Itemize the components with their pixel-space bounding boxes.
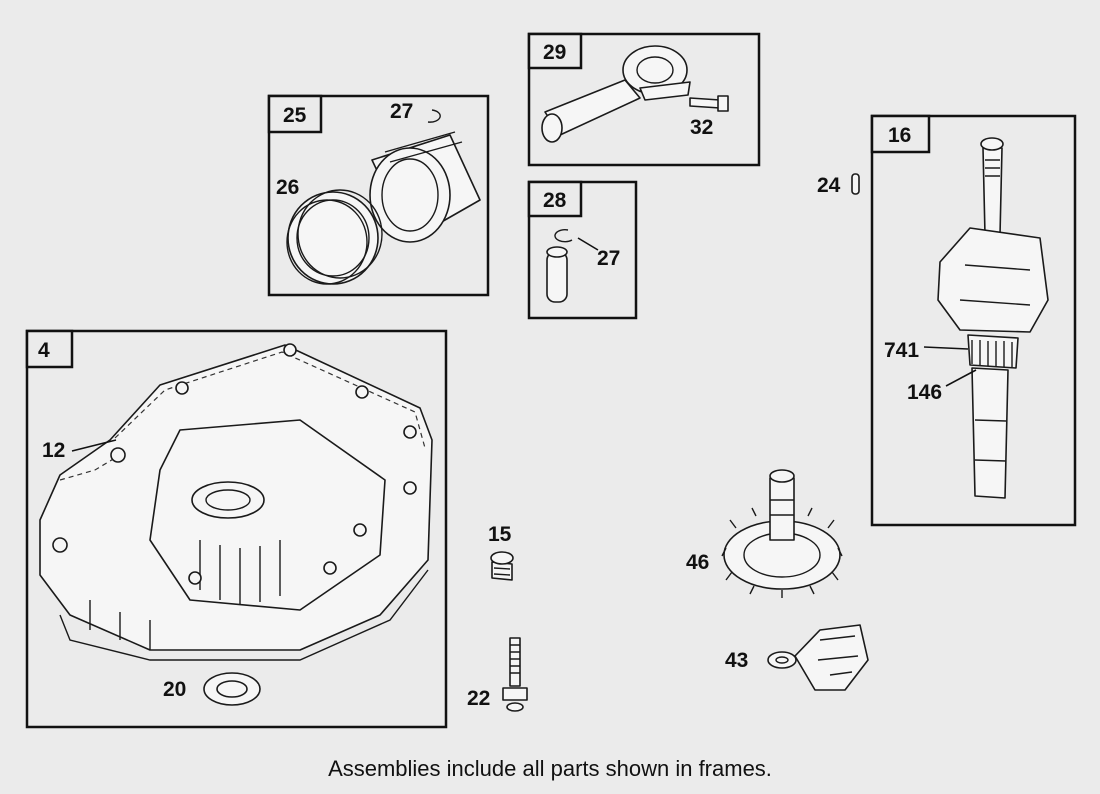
callout-27-pin: 27 [597,247,620,270]
pin-clip-illustration [554,229,573,243]
frame-4: 4 12 20 [25,329,448,729]
callout-32: 32 [690,116,713,139]
rod-bolt-illustration [689,95,729,112]
leader-146 [945,369,977,387]
frame-16-border [870,114,1077,527]
connecting-rod-illustration [541,45,691,143]
callout-15: 15 [488,523,512,546]
piston-rings-illustration [286,189,383,285]
key-illustration [851,173,860,195]
callout-26: 26 [276,176,299,199]
retaining-ring-illustration [427,109,441,123]
callout-20: 20 [163,678,186,701]
crankcase-illustration [39,343,433,661]
frame-16: 16 741 146 [870,114,1077,527]
frame-16-number: 16 [888,124,911,147]
piston-illustration [369,131,481,243]
oil-seal-illustration [203,672,261,706]
frame-25: 25 27 26 [267,94,490,297]
callout-146: 146 [907,381,942,404]
frame-29-number: 29 [543,41,566,64]
frame-4-number: 4 [38,339,50,362]
callout-12: 12 [42,439,65,462]
callout-43: 43 [725,649,748,672]
footnote: Assemblies include all parts shown in fr… [328,756,772,781]
frame-4-tag [25,329,74,369]
frame-4-border [25,329,448,729]
frame-29: 29 32 [527,32,761,167]
leader-12 [71,439,117,452]
callout-741: 741 [884,339,919,362]
leader-27-pin [577,237,599,251]
callout-27-piston: 27 [390,100,413,123]
frame-29-border [527,32,761,167]
callout-22: 22 [467,687,490,710]
frame-28-border [527,180,638,320]
frame-28-tag [527,180,583,218]
wrist-pin-illustration [546,246,568,303]
frame-25-border [267,94,490,297]
breather-illustration [490,551,514,581]
callout-46: 46 [686,551,709,574]
frame-28: 28 27 [527,180,638,320]
cam-gear-illustration [721,469,843,598]
frame-25-tag [267,94,323,134]
crankshaft-illustration [937,137,1049,499]
screw-illustration [502,637,528,712]
frame-25-number: 25 [283,104,307,127]
leader-741 [923,346,969,350]
frame-29-tag [527,32,583,70]
callout-24: 24 [817,174,841,197]
governor-illustration [767,624,869,691]
frame-28-number: 28 [543,189,567,212]
frame-16-tag [870,114,931,154]
